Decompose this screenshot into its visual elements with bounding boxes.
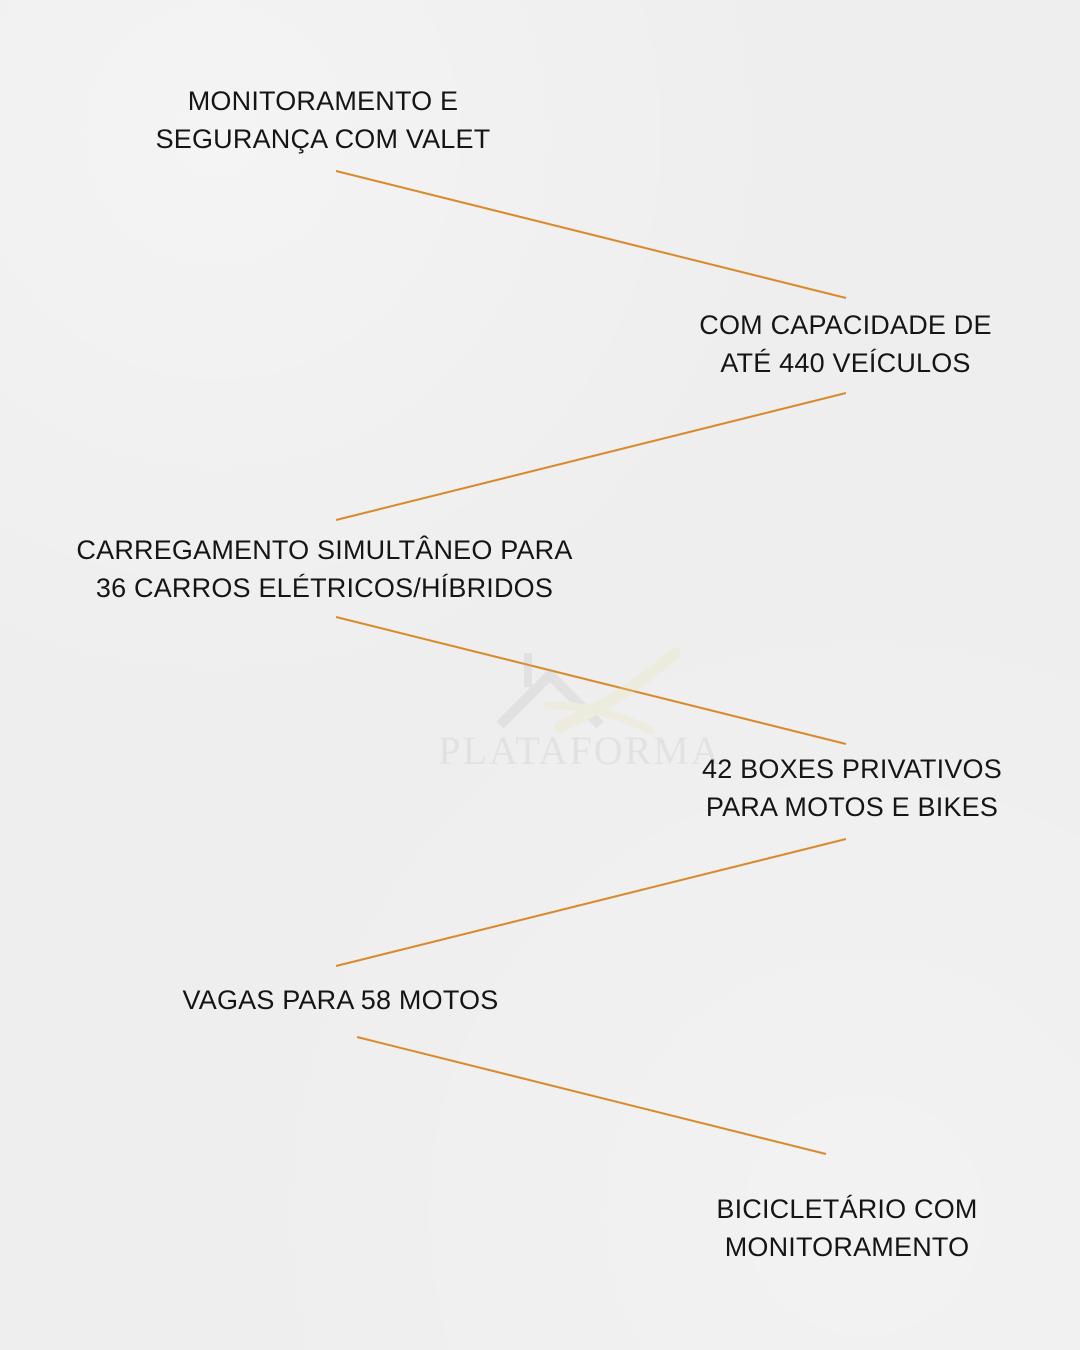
feature-capacity: COM CAPACIDADE DE ATÉ 440 VEÍCULOS: [688, 306, 1003, 382]
feature-text-line: COM CAPACIDADE DE: [699, 310, 992, 340]
feature-text-line: MONITORAMENTO E: [187, 86, 459, 116]
connector-line: [335, 838, 847, 967]
feature-text-line: SEGURANÇA COM VALET: [155, 124, 491, 154]
feature-text-line: CARREGAMENTO SIMULTÂNEO PARA: [76, 535, 573, 565]
connector-line: [335, 170, 847, 299]
feature-text-line: 36 CARROS ELÉTRICOS/HÍBRIDOS: [95, 573, 554, 603]
feature-text-line: VAGAS PARA 58 MOTOS: [182, 985, 499, 1015]
feature-electric-charging: CARREGAMENTO SIMULTÂNEO PARA 36 CARROS E…: [62, 531, 587, 607]
feature-motorcycle-parking: VAGAS PARA 58 MOTOS: [168, 981, 513, 1019]
feature-text-line: BICICLETÁRIO COM: [716, 1194, 978, 1224]
feature-private-boxes: 42 BOXES PRIVATIVOS PARA MOTOS E BIKES: [692, 750, 1012, 826]
feature-text-line: 42 BOXES PRIVATIVOS: [702, 754, 1002, 784]
connector-line: [335, 392, 847, 521]
feature-text-line: PARA MOTOS E BIKES: [705, 792, 999, 822]
feature-valet-security: MONITORAMENTO E SEGURANÇA COM VALET: [148, 82, 498, 158]
connector-line: [356, 1036, 827, 1155]
feature-text-line: MONITORAMENTO: [724, 1232, 970, 1262]
feature-bicycle-storage: BICICLETÁRIO COM MONITORAMENTO: [706, 1190, 988, 1266]
connector-line: [335, 616, 847, 745]
feature-text-line: ATÉ 440 VEÍCULOS: [720, 348, 971, 378]
